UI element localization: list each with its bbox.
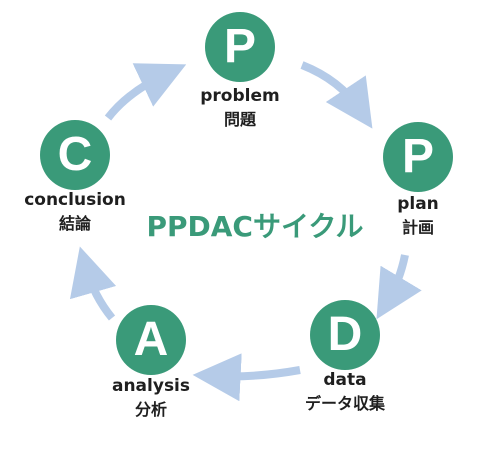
label-en: problem <box>200 86 280 106</box>
node-letter: P <box>223 20 256 73</box>
node-letter: P <box>401 130 434 183</box>
node-letter: D <box>327 308 363 361</box>
arrow-analysis-to-conclusion <box>69 246 117 321</box>
node-plan: P <box>383 122 453 192</box>
node-conclusion: C <box>40 120 110 190</box>
label-jp: 計画 <box>401 218 434 237</box>
label-en: plan <box>397 194 439 214</box>
node-problem: P <box>205 12 275 82</box>
label-conclusion: conclusion 結論 <box>15 190 135 235</box>
label-problem: problem 問題 <box>185 86 295 131</box>
label-en: data <box>323 370 367 390</box>
node-letter: C <box>57 128 93 181</box>
node-data: D <box>310 300 380 370</box>
label-en: analysis <box>111 376 191 396</box>
node-letter: A <box>133 313 169 366</box>
label-jp: 問題 <box>223 110 256 129</box>
arrow-conclusion-to-problem <box>104 63 187 121</box>
arrow-plan-to-data <box>376 254 422 320</box>
arrow-problem-to-plan <box>300 61 373 129</box>
label-jp: 分析 <box>134 400 167 419</box>
arrow-data-to-analysis <box>192 353 301 402</box>
diagram-title: PPDACサイクル <box>146 210 364 243</box>
label-data: data データ収集 <box>280 370 410 415</box>
label-jp: データ収集 <box>304 394 385 413</box>
label-jp: 結論 <box>58 214 91 233</box>
label-analysis: analysis 分析 <box>96 376 206 421</box>
label-en: conclusion <box>24 190 126 210</box>
label-plan: plan 計画 <box>363 194 473 239</box>
node-analysis: A <box>116 305 186 375</box>
